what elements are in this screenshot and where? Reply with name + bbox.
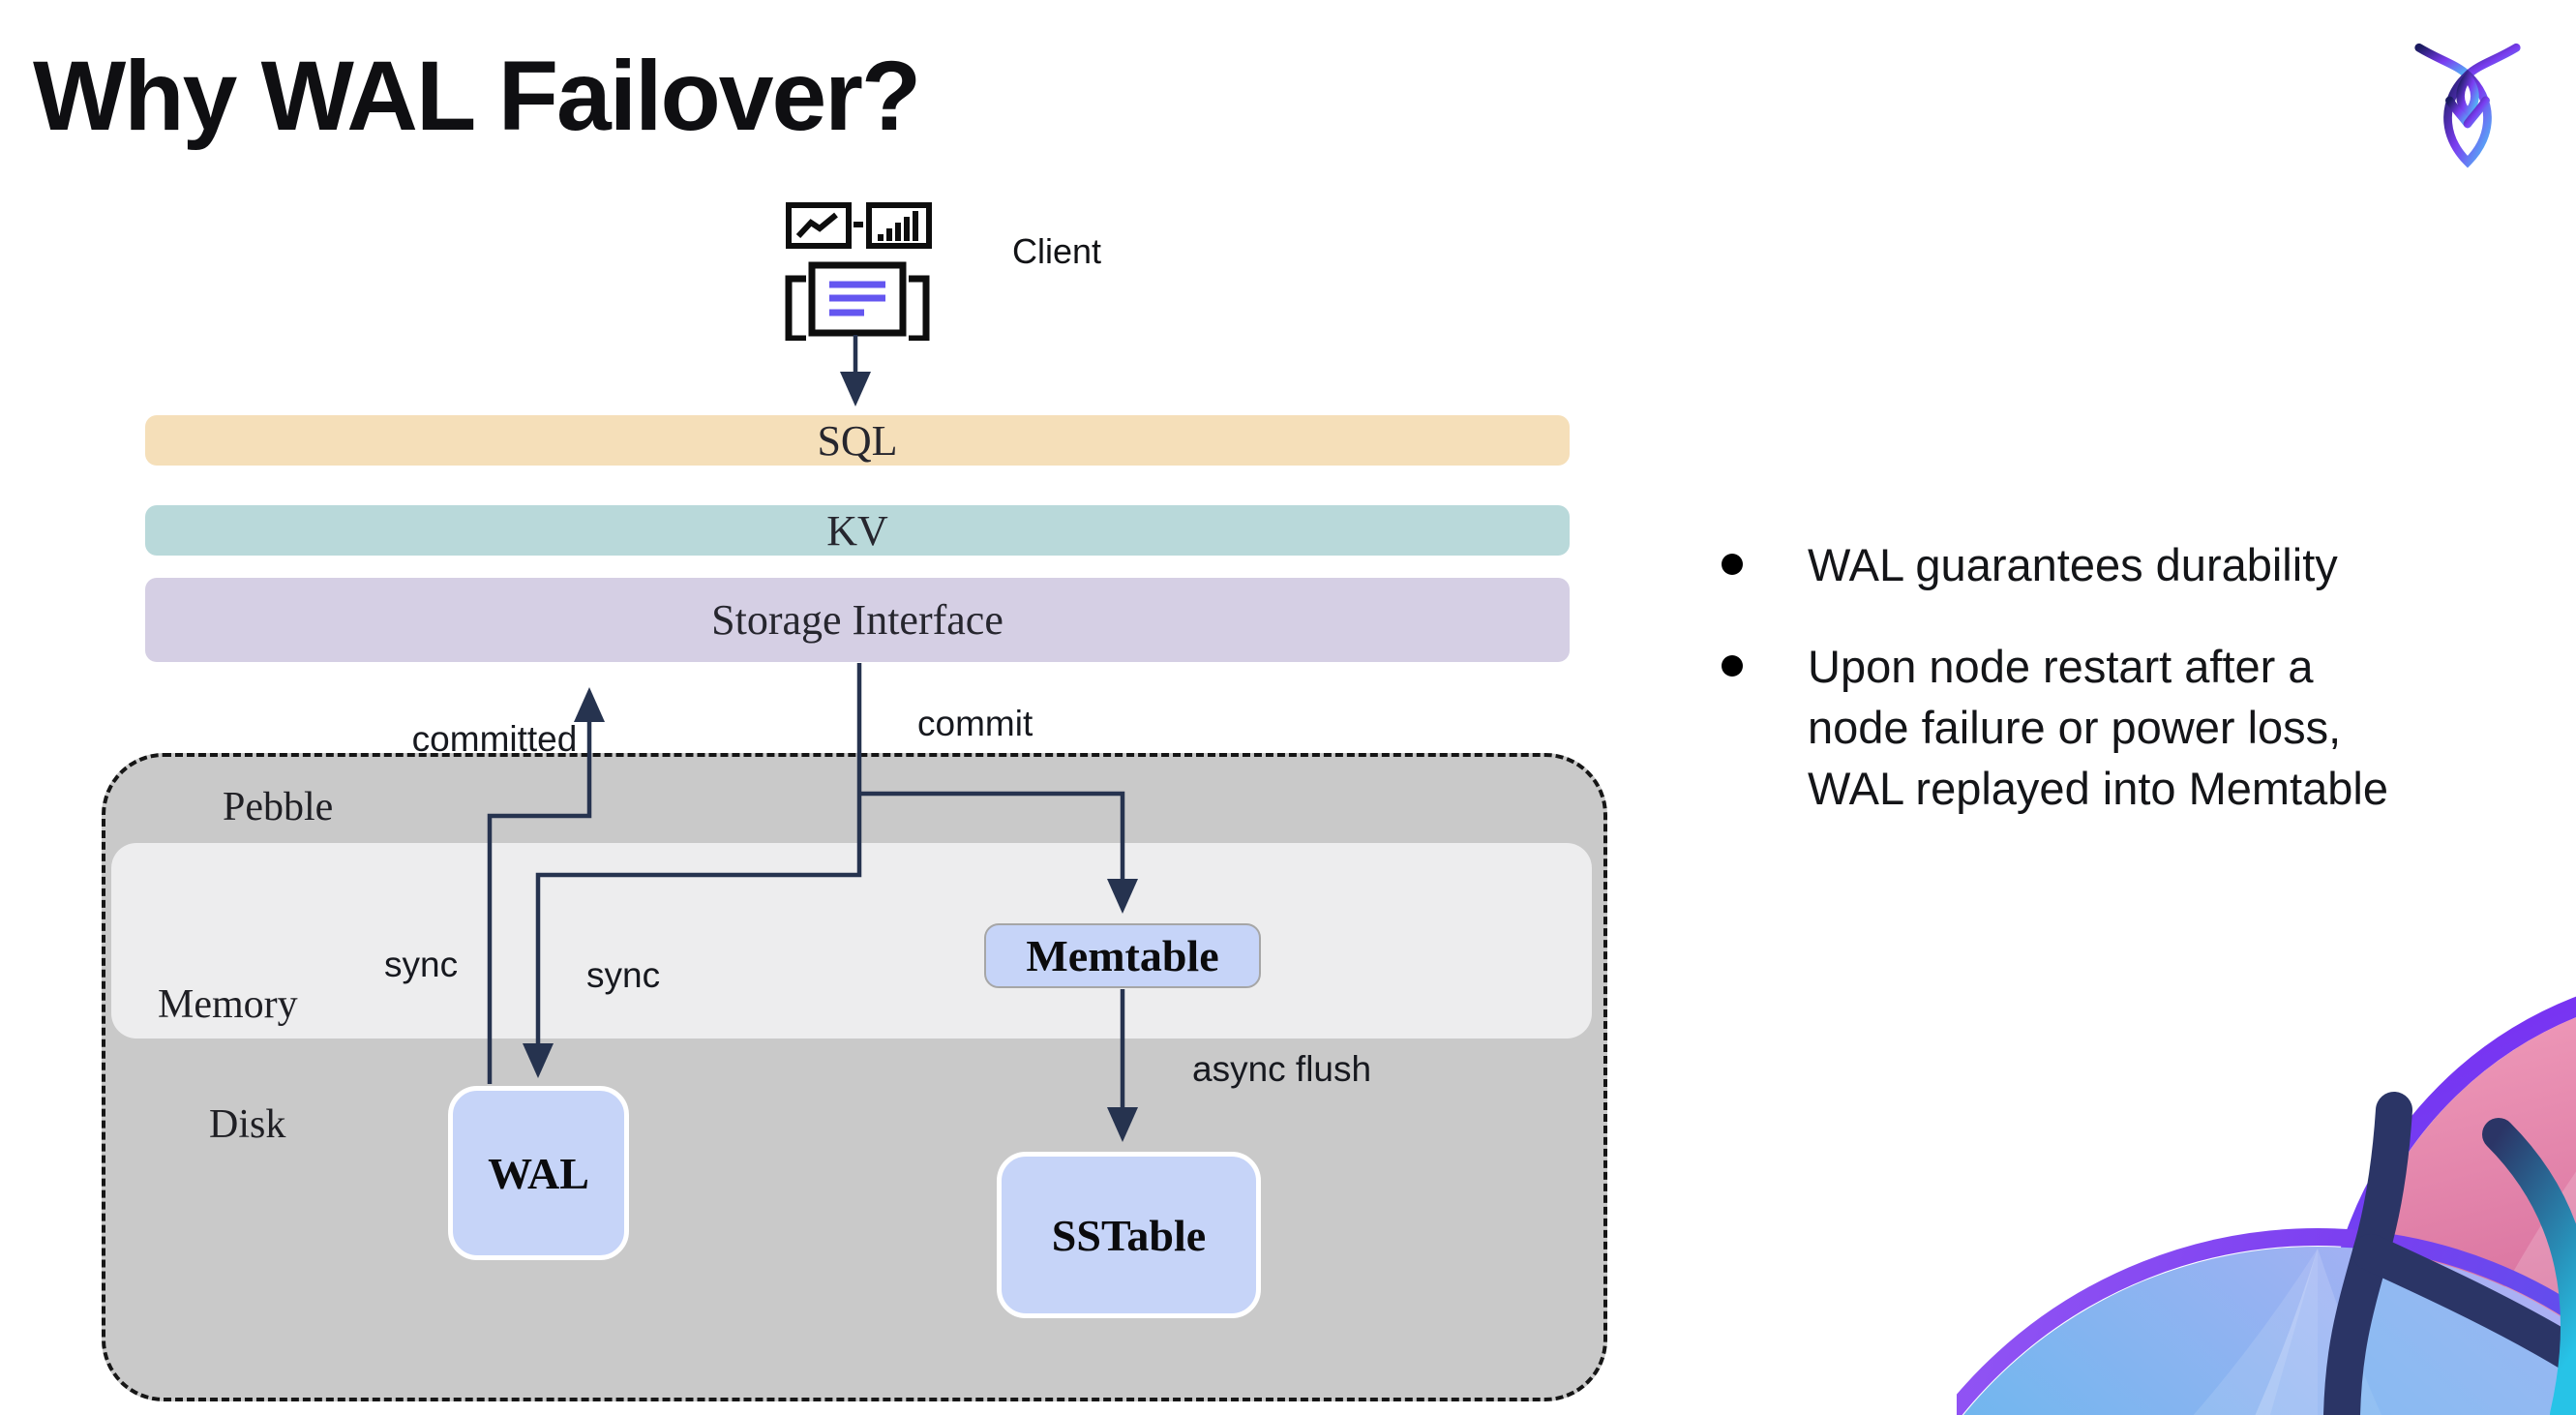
glyph-stem-bottom [2323,1234,2389,1415]
bullet-text: Upon node restart after a node failure o… [1808,641,2388,814]
sstable-box: SSTable [997,1152,1261,1318]
cockroach-logo-icon [2414,43,2521,168]
page-title: Why WAL Failover? [33,41,921,151]
bar-chart-icon [866,202,932,249]
storage-interface-label: Storage Interface [711,596,1003,644]
sql-label: SQL [817,416,898,465]
memory-label: Memory [158,982,298,1027]
disk-label: Disk [209,1102,286,1147]
wal-box: WAL [448,1086,629,1260]
list-item: WAL guarantees durability [1722,534,2554,595]
bullet-dot [1722,554,1743,575]
sstable-label: SSTable [1051,1210,1207,1260]
pebble-label: Pebble [223,785,334,829]
wal-label: WAL [488,1148,589,1198]
sync-right-label: sync [586,955,661,995]
blue-circle-ring [1957,1228,2576,1415]
layer-bar-kv: KV [145,505,1570,556]
commit-label: commit [917,704,1033,743]
brand-artwork [1957,996,2576,1415]
async-flush-label: async flush [1192,1049,1372,1089]
sync-left-label: sync [384,945,459,984]
memtable-label: Memtable [1026,931,1219,980]
glyph-leaf-edge [2482,1118,2576,1415]
glyph-stem-top [2352,1092,2412,1271]
client-label: Client [1012,231,1102,271]
memtable-box: Memtable [984,923,1261,988]
glyph-branch [2352,1234,2576,1375]
layer-bar-sql: SQL [145,415,1570,466]
committed-label: committed [411,719,578,759]
client-icon [785,202,932,341]
document-icon [785,261,930,341]
dash-connector [854,222,863,227]
bullet-dot [1722,655,1743,677]
line-chart-icon [786,202,852,249]
layer-bar-storage-interface: Storage Interface [145,578,1570,662]
bullet-list: WAL guarantees durability Upon node rest… [1722,534,2554,859]
list-item: Upon node restart after a node failure o… [1722,636,2554,819]
kv-label: KV [826,506,888,555]
memory-band [111,843,1592,1039]
bullet-text: WAL guarantees durability [1808,539,2338,590]
